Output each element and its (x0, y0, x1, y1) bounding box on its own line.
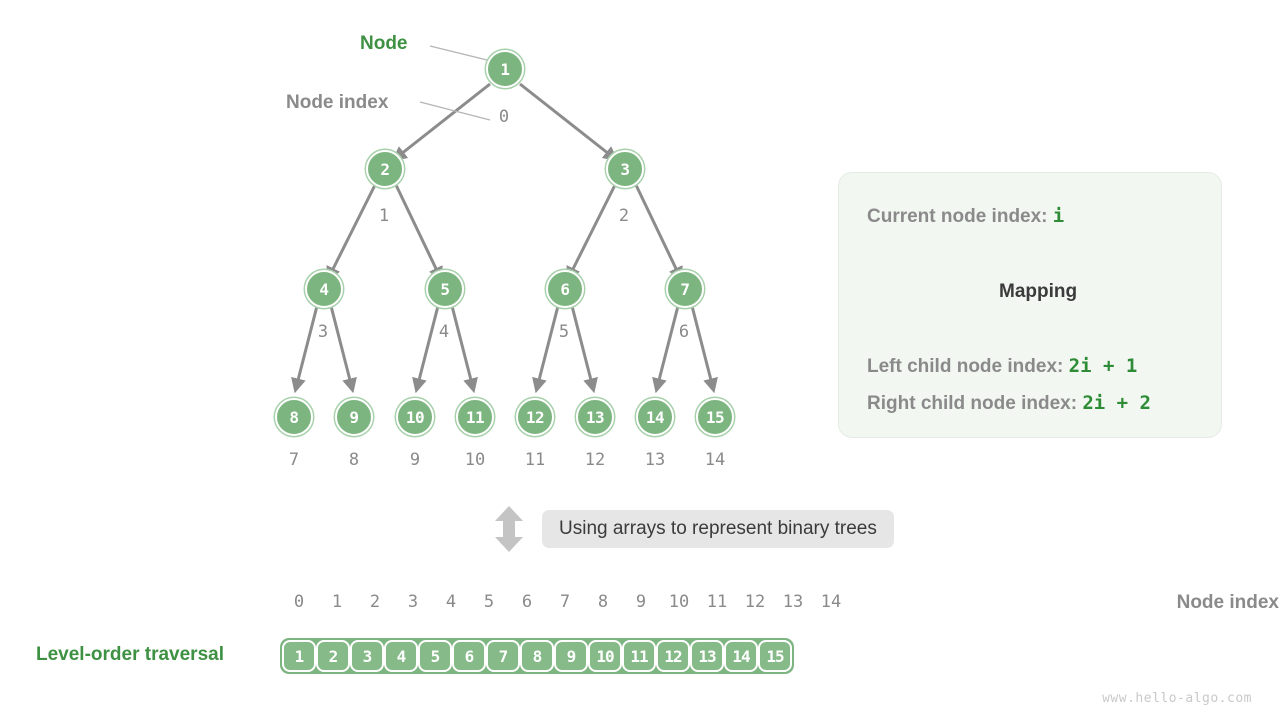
legend-right-prefix: Right child node index: (867, 393, 1083, 414)
tree-node-index: 5 (558, 322, 570, 342)
tree-node-index: 7 (288, 450, 300, 470)
tree-node: 6 (546, 270, 584, 308)
tree-node-index: 10 (464, 450, 486, 470)
tree-node-index: 9 (409, 450, 421, 470)
tree-node-index: 3 (317, 322, 329, 342)
tree-node-index: 13 (644, 450, 666, 470)
tree-node: 7 (666, 270, 704, 308)
array-index-label: 9 (635, 592, 647, 612)
array-index-row-label: Node index (1176, 592, 1279, 613)
array-cell: 4 (384, 640, 418, 672)
legend-current-index-line: Current node index: i (867, 205, 1064, 228)
array-cell: 5 (418, 640, 452, 672)
tree-node-index: 2 (618, 206, 630, 226)
tree-node: 9 (335, 398, 373, 436)
array-cell: 15 (758, 640, 792, 672)
array-index-label: 7 (559, 592, 571, 612)
tree-node-index: 11 (524, 450, 546, 470)
array-index-label: 14 (820, 592, 842, 612)
tree-node: 14 (636, 398, 674, 436)
legend-current-prefix: Current node index: (867, 206, 1053, 227)
tree-node: 11 (456, 398, 494, 436)
tree-node: 12 (516, 398, 554, 436)
legend-current-var: i (1052, 205, 1065, 227)
tree-node-index: 12 (584, 450, 606, 470)
array-index-label: 12 (744, 592, 766, 612)
tree-edges (291, 82, 718, 394)
tree-node-index: 8 (348, 450, 360, 470)
legend-left-prefix: Left child node index: (867, 356, 1069, 377)
array-cell: 2 (316, 640, 350, 672)
tree-node: 15 (696, 398, 734, 436)
mapping-legend-panel: Current node index: i Mapping Left child… (838, 172, 1222, 438)
array-cell: 8 (520, 640, 554, 672)
array-index-label: 13 (782, 592, 804, 612)
array-index-label: 1 (331, 592, 343, 612)
array-cell: 1 (282, 640, 316, 672)
legend-right-child-line: Right child node index: 2i + 2 (867, 392, 1151, 415)
callout-node-index-label: Node index (286, 92, 389, 113)
transition-label-box: Using arrays to represent binary trees (542, 510, 894, 548)
array-cell: 10 (588, 640, 622, 672)
array-index-label: 10 (668, 592, 690, 612)
double-arrow-icon (495, 506, 523, 552)
array-index-label: 4 (445, 592, 457, 612)
array-cell: 14 (724, 640, 758, 672)
tree-node: 1 (486, 50, 524, 88)
array-cell: 6 (452, 640, 486, 672)
tree-node: 3 (606, 150, 644, 188)
array-index-label: 0 (293, 592, 305, 612)
array-index-label: 6 (521, 592, 533, 612)
tree-node-index: 0 (498, 107, 510, 127)
array-cell: 11 (622, 640, 656, 672)
array-cell: 12 (656, 640, 690, 672)
array-cell: 3 (350, 640, 384, 672)
tree-node-index: 1 (378, 206, 390, 226)
array-index-label: 8 (597, 592, 609, 612)
tree-node-index: 14 (704, 450, 726, 470)
array-cell: 7 (486, 640, 520, 672)
array-cell: 13 (690, 640, 724, 672)
callout-leader-lines (419, 45, 491, 121)
legend-right-formula: 2i + 2 (1082, 392, 1151, 414)
array-index-label: 2 (369, 592, 381, 612)
tree-node-index: 4 (438, 322, 450, 342)
callout-node-label: Node (360, 33, 408, 54)
array-index-label: 3 (407, 592, 419, 612)
array-cell: 9 (554, 640, 588, 672)
legend-mapping-label: Mapping (999, 281, 1078, 302)
tree-node: 8 (275, 398, 313, 436)
tree-node-index: 6 (678, 322, 690, 342)
legend-left-formula: 2i + 1 (1068, 355, 1138, 377)
array-index-label: 11 (706, 592, 728, 612)
array-traversal-row-label: Level-order traversal (36, 644, 224, 665)
tree-node: 13 (576, 398, 614, 436)
tree-node: 4 (305, 270, 343, 308)
watermark: www.hello-algo.com (1102, 691, 1252, 706)
legend-left-child-line: Left child node index: 2i + 1 (867, 355, 1137, 378)
tree-node: 10 (396, 398, 434, 436)
array-index-label: 5 (483, 592, 495, 612)
tree-node: 5 (426, 270, 464, 308)
tree-node: 2 (366, 150, 404, 188)
